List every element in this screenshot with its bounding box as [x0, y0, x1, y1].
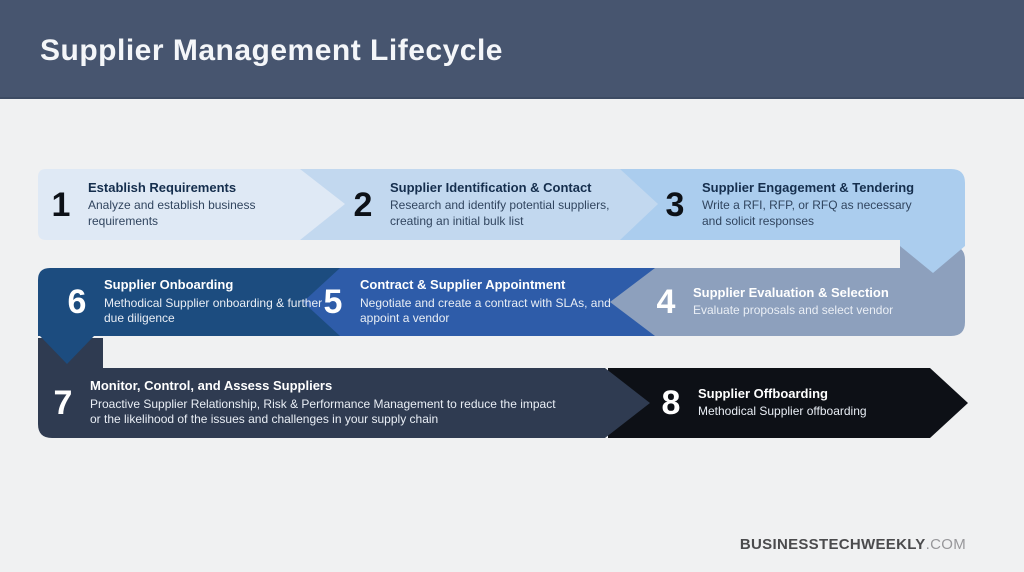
step-4: 4 Supplier Evaluation & Selection Evalua… — [653, 268, 945, 336]
step-8-number: 8 — [661, 384, 681, 422]
band-step-3 — [560, 169, 965, 273]
brand-tld: .COM — [925, 536, 966, 553]
step-7: 7 Monitor, Control, and Assess Suppliers… — [50, 368, 580, 438]
step-2-description: Research and identify potential supplier… — [390, 198, 610, 228]
step-6-number: 6 — [67, 283, 87, 321]
step-4-description: Evaluate proposals and select vendor — [693, 303, 894, 318]
header-band: Supplier Management Lifecycle — [0, 0, 1024, 99]
band-step-7 — [38, 338, 650, 438]
step-8: 8 Supplier Offboarding Methodical Suppli… — [658, 368, 928, 438]
brand-name: BUSINESSTECHWEEKLY — [739, 536, 926, 553]
step-1-number: 1 — [51, 185, 71, 224]
step-2-title: Supplier Identification & Contact — [390, 179, 592, 195]
step-3-number: 3 — [665, 185, 685, 224]
step-6-title: Supplier Onboarding — [104, 277, 234, 293]
step-5: 5 Contract & Supplier Appointment Negoti… — [320, 268, 620, 336]
step-1-description: Analyze and establish business requireme… — [88, 198, 256, 228]
step-3-title: Supplier Engagement & Tendering — [702, 179, 915, 195]
step-8-title: Supplier Offboarding — [698, 386, 828, 402]
step-4-number: 4 — [656, 283, 676, 321]
step-2: 2 Supplier Identification & Contact Rese… — [350, 169, 612, 240]
band-step-6 — [38, 268, 340, 364]
step-3: 3 Supplier Engagement & Tendering Write … — [662, 169, 924, 240]
step-6: 6 Supplier Onboarding Methodical Supplie… — [64, 268, 332, 336]
band-step-8 — [608, 368, 968, 438]
band-step-2 — [280, 169, 658, 240]
band-step-5 — [303, 268, 655, 336]
step-7-number: 7 — [53, 384, 73, 422]
band-step-4 — [610, 246, 965, 336]
brand-watermark: BUSINESSTECHWEEKLY.COM — [740, 536, 966, 553]
page-title: Supplier Management Lifecycle — [40, 34, 503, 67]
step-7-title: Monitor, Control, and Assess Suppliers — [90, 378, 333, 394]
step-8-description: Methodical Supplier offboarding — [698, 404, 867, 419]
band-step-1 — [38, 169, 345, 240]
step-5-description: Negotiate and create a contract with SLA… — [360, 295, 611, 326]
step-2-number: 2 — [353, 185, 373, 224]
step-1: 1 Establish Requirements Analyze and est… — [48, 169, 298, 240]
step-5-number: 5 — [323, 283, 343, 321]
step-3-description: Write a RFI, RFP, or RFQ as necessary an… — [702, 198, 912, 228]
step-1-title: Establish Requirements — [88, 179, 237, 195]
step-7-description: Proactive Supplier Relationship, Risk & … — [90, 396, 556, 427]
step-4-title: Supplier Evaluation & Selection — [693, 285, 889, 301]
step-5-title: Contract & Supplier Appointment — [360, 277, 566, 293]
step-6-description: Methodical Supplier onboarding & further… — [104, 295, 323, 326]
